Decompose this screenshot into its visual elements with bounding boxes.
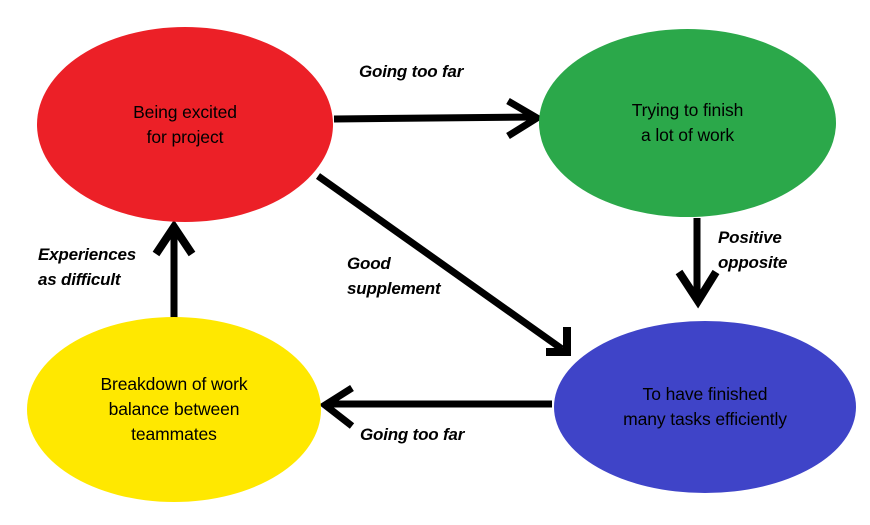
node-label: Trying to finish a lot of work: [631, 100, 744, 145]
edge-label-experiences-as-difficult: Experiences as difficult: [38, 245, 136, 289]
node-being-excited-for-project[interactable]: Being excited for project: [37, 27, 333, 222]
edge-excited-to-trying: [333, 97, 544, 139]
node-to-have-finished-many-tasks-efficiently[interactable]: To have finished many tasks efficiently: [554, 321, 856, 493]
edge-excited-to-finished: [315, 173, 571, 356]
edge-breakdown-to-excited: [152, 219, 196, 320]
node-label: Breakdown of work balance between teamma…: [100, 374, 248, 444]
node-label: Being excited for project: [133, 101, 237, 147]
node-trying-to-finish-a-lot-of-work[interactable]: Trying to finish a lot of work: [539, 29, 836, 217]
edge-label-going-too-far-top: Going too far: [359, 62, 464, 81]
edge-label-positive-opposite: Positive opposite: [718, 228, 788, 272]
edge-label-good-supplement: Good supplement: [347, 254, 441, 298]
edge-finished-to-breakdown: [318, 385, 552, 429]
edge-trying-to-finished: [675, 218, 720, 309]
node-breakdown-of-work-balance-between-teammates[interactable]: Breakdown of work balance between teamma…: [27, 317, 321, 502]
edge-label-going-too-far-bottom: Going too far: [360, 425, 465, 444]
node-label: To have finished many tasks efficiently: [623, 384, 787, 429]
